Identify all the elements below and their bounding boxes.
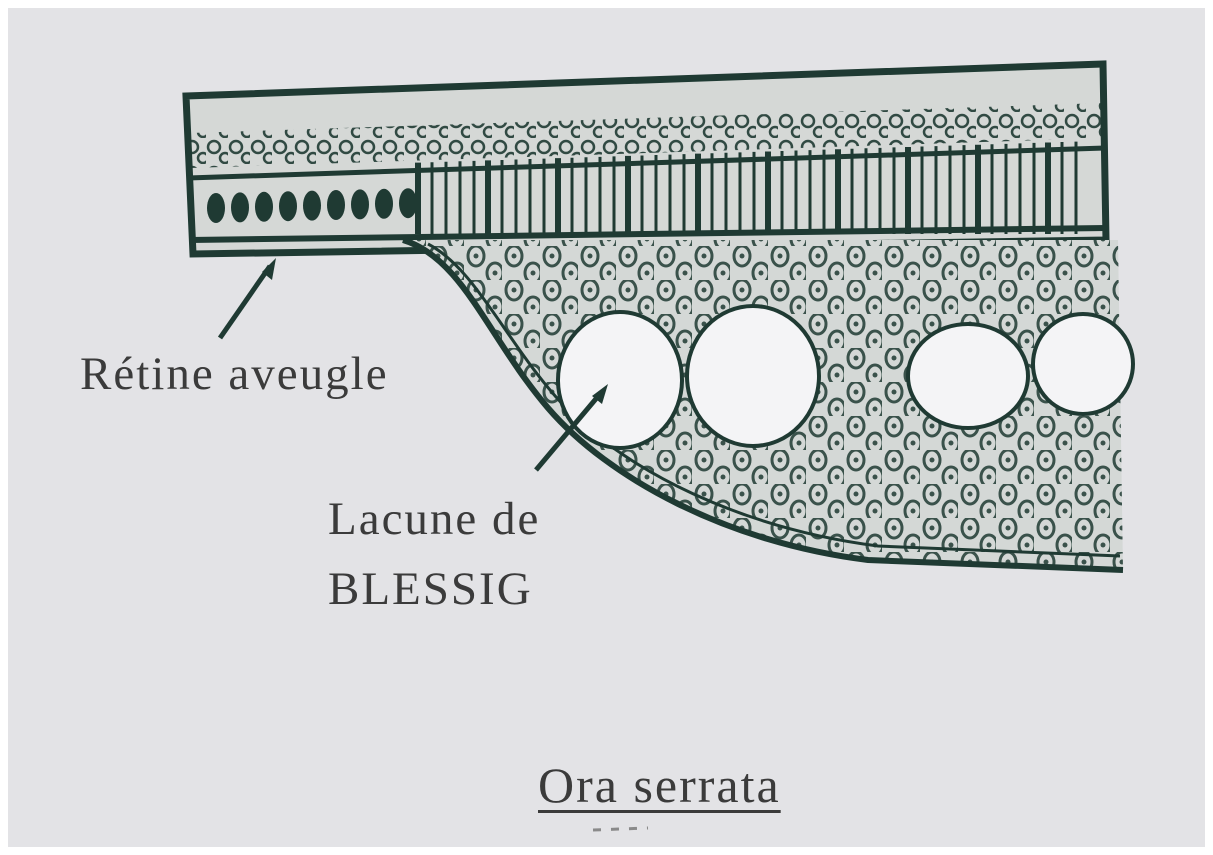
ora-serrata-drawing xyxy=(8,8,1205,847)
blind-retina-nucleus xyxy=(231,192,249,222)
figure-caption: Ora serrata xyxy=(538,760,781,810)
blind-retina-nucleus xyxy=(399,188,417,218)
label-retine-aveugle: Rétine aveugle xyxy=(80,351,389,398)
blind-retina-nucleus xyxy=(279,191,297,221)
blind-retina-nucleus xyxy=(327,190,345,220)
arrow-retine xyxy=(220,266,270,338)
blessig-cavity xyxy=(558,312,682,448)
blind-retina-nucleus xyxy=(303,191,321,221)
blessig-cavity xyxy=(1033,314,1133,414)
label-blessig: BLESSIG xyxy=(328,566,533,613)
scan-mark xyxy=(593,828,648,830)
blessig-cavity xyxy=(687,306,819,446)
scanned-page: Rétine aveugle Lacune de BLESSIG Ora ser… xyxy=(8,8,1205,847)
blind-retina-cells xyxy=(207,188,417,223)
retina-band xyxy=(186,64,1106,254)
label-lacune-de: Lacune de xyxy=(328,496,540,543)
blind-retina-nucleus xyxy=(351,189,369,219)
blind-retina-nucleus xyxy=(375,189,393,219)
blind-retina-nucleus xyxy=(255,192,273,222)
blessig-cavity xyxy=(908,324,1028,428)
blind-retina-nucleus xyxy=(207,193,225,223)
